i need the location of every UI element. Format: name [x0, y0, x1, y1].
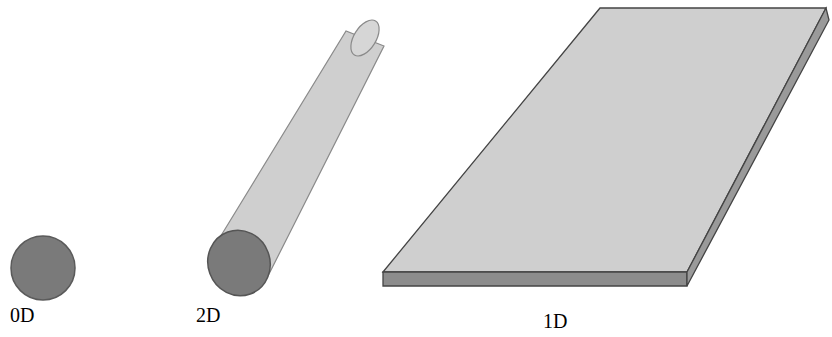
- dimension-label: 2D: [196, 305, 220, 325]
- cylinder-top-cap: [345, 15, 385, 61]
- cylinder-end-cap: [199, 221, 280, 304]
- slab-front-edge: [383, 272, 687, 286]
- dimension-label: 0D: [10, 305, 34, 325]
- dimension-label: 1D: [543, 311, 567, 331]
- sphere-shape: [11, 236, 75, 300]
- slab-side-edge: [687, 8, 829, 286]
